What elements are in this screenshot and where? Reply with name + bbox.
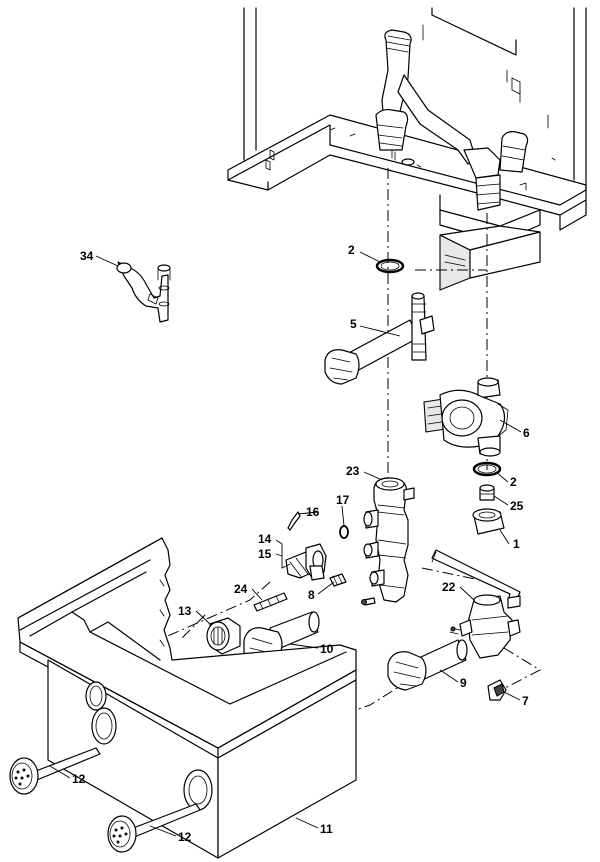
callout-24: 24 <box>234 582 248 596</box>
part-2-o-ring-upper <box>375 258 405 274</box>
callout-25: 25 <box>510 499 524 513</box>
part-23-flow-manifold <box>363 477 415 603</box>
callout-6: 6 <box>523 426 530 440</box>
part-34-siphon <box>116 261 171 323</box>
callout-22: 22 <box>442 580 456 594</box>
callout-17: 17 <box>336 493 350 507</box>
callout-34: 34 <box>80 249 94 263</box>
callout-2-upper: 2 <box>348 243 355 257</box>
callout-9: 9 <box>460 676 467 690</box>
callout-labels: 34 2 5 6 23 2 25 16 17 14 15 1 24 8 22 1… <box>72 243 530 844</box>
part-9-flow-pipe <box>387 639 468 691</box>
part-6-circulation-pump <box>423 377 509 457</box>
callout-13: 13 <box>178 604 192 618</box>
callout-12-left: 12 <box>72 772 86 786</box>
part-13-pressure-gauge <box>206 617 241 655</box>
part-7-fitting <box>487 679 507 701</box>
callout-23: 23 <box>346 464 360 478</box>
part-16-clip <box>287 511 301 531</box>
callout-15: 15 <box>258 547 272 561</box>
part-8-nipple <box>329 573 347 587</box>
callout-12-right: 12 <box>178 830 192 844</box>
callout-5: 5 <box>350 317 357 331</box>
part-5-bypass-pipe <box>324 292 435 385</box>
screw <box>361 597 376 606</box>
part-24-pin <box>253 592 288 612</box>
part-14-15-drain-valve <box>285 543 327 581</box>
part-25-non-return-valve <box>479 484 495 501</box>
callout-1: 1 <box>513 537 520 551</box>
callout-16: 16 <box>306 505 320 519</box>
part-22-valve-body <box>449 594 521 659</box>
callout-10: 10 <box>320 642 334 656</box>
callout-14: 14 <box>258 532 272 546</box>
part-22-mounting-bracket <box>431 549 521 609</box>
chassis-pipes <box>375 29 529 211</box>
callout-8: 8 <box>308 588 315 602</box>
part-1-union-nut <box>472 508 505 535</box>
callout-11: 11 <box>320 822 333 836</box>
callout-2-lower: 2 <box>510 475 517 489</box>
callout-7: 7 <box>522 694 529 708</box>
boiler-chassis <box>227 7 587 291</box>
part-17-seal <box>339 525 349 539</box>
part-12-foot-left <box>9 747 101 795</box>
part-2-o-ring-lower <box>472 461 502 477</box>
part-12-foot-right <box>107 803 201 853</box>
callout-leaders <box>49 251 522 837</box>
